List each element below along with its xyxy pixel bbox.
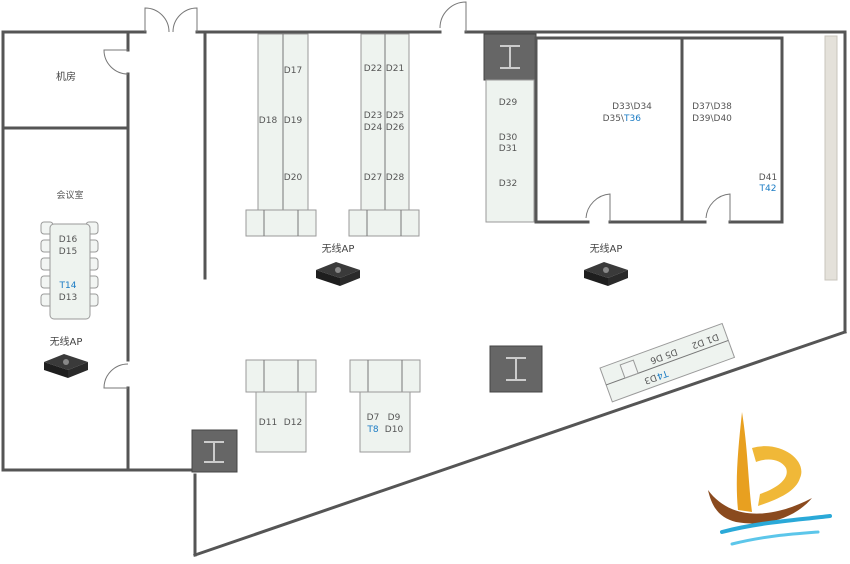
desk-d41: D41 — [759, 173, 777, 183]
desk-block-1 — [245, 33, 317, 237]
window-strip — [824, 35, 838, 281]
desk-d28: D28 — [386, 173, 405, 183]
terminal-t42: T42 — [759, 184, 777, 194]
ap3-label: 无线AP — [590, 242, 623, 255]
desk-d9: D9 — [388, 413, 401, 423]
desk-d24: D24 — [364, 123, 383, 133]
desk-d29: D29 — [499, 98, 518, 108]
desk-d25: D25 — [386, 111, 404, 121]
desk-d19: D19 — [284, 116, 303, 126]
pillar-icon — [489, 345, 543, 393]
desk-d31: D31 — [499, 144, 517, 154]
server-room-label: 机房 — [56, 70, 76, 83]
meeting-room-label: 会议室 — [56, 189, 83, 201]
desk-column-d29-d32 — [485, 79, 535, 223]
pillar-icon — [191, 429, 238, 473]
terminal-t4: T4 — [655, 367, 670, 381]
desk-d10: D10 — [385, 425, 404, 435]
desk-d15: D15 — [59, 247, 77, 257]
desk-d37-d38: D37\D38 — [692, 102, 732, 112]
terminal-t8: T8 — [366, 425, 378, 435]
desk-block-5 — [599, 322, 736, 403]
ap1-label: 无线AP — [50, 335, 83, 348]
desk-block-3 — [245, 359, 317, 453]
desk-d27: D27 — [364, 173, 382, 183]
desk-d21: D21 — [386, 64, 404, 74]
desk-d16: D16 — [59, 235, 78, 245]
outer-walls — [1, 30, 847, 557]
desk-d23: D23 — [364, 111, 382, 121]
left-rooms-walls — [1, 30, 130, 472]
meeting-table — [40, 221, 99, 320]
desk-d32: D32 — [499, 179, 517, 189]
desk-d39-d40: D39\D40 — [692, 114, 732, 124]
desk-d35: D35\ — [603, 114, 625, 124]
desk-d26: D26 — [386, 123, 405, 133]
ap2-label: 无线AP — [322, 242, 355, 255]
office-walls — [534, 36, 784, 224]
terminal-t36: T36 — [623, 114, 641, 124]
desk-d18: D18 — [259, 116, 278, 126]
desk-block-4 — [349, 359, 421, 453]
desk-d13: D13 — [59, 293, 77, 303]
desk-block-2 — [348, 33, 420, 237]
desk-d17: D17 — [284, 66, 302, 76]
entrance-doors — [144, 1, 467, 33]
desk-d30: D30 — [499, 133, 518, 143]
wireless-ap-icon — [584, 262, 628, 286]
wireless-ap-icon — [316, 262, 360, 286]
desk-d11: D11 — [259, 418, 277, 428]
desk-d3: D3 — [643, 372, 658, 386]
desk-d7: D7 — [367, 413, 380, 423]
desk-d33-d34: D33\D34 — [612, 102, 652, 112]
wireless-ap-icon — [44, 354, 88, 378]
company-logo — [708, 412, 832, 546]
desk-d20: D20 — [284, 173, 303, 183]
desk-d12: D12 — [284, 418, 302, 428]
pillar-icon — [483, 33, 537, 81]
desk-d22: D22 — [364, 64, 382, 74]
terminal-t14: T14 — [59, 281, 77, 291]
